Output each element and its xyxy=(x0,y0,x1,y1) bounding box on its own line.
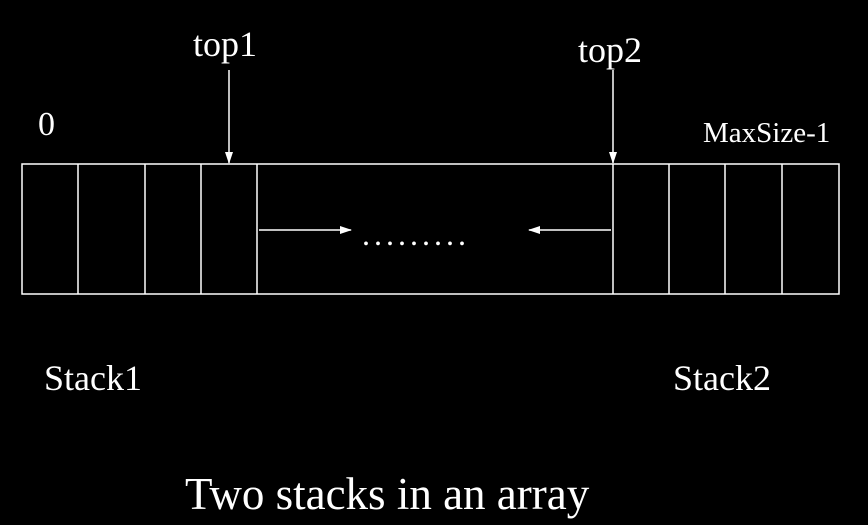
top2-label: top2 xyxy=(578,30,643,70)
stack2-label: Stack2 xyxy=(673,358,771,398)
diagram-caption: Two stacks in an array xyxy=(185,469,590,519)
index-start-label: 0 xyxy=(38,106,55,143)
stack1-label: Stack1 xyxy=(44,358,142,398)
index-end-label: MaxSize-1 xyxy=(703,117,831,149)
array-outline xyxy=(21,163,840,295)
ellipsis-dots: ......... xyxy=(362,216,470,252)
top1-label: top1 xyxy=(193,24,258,64)
